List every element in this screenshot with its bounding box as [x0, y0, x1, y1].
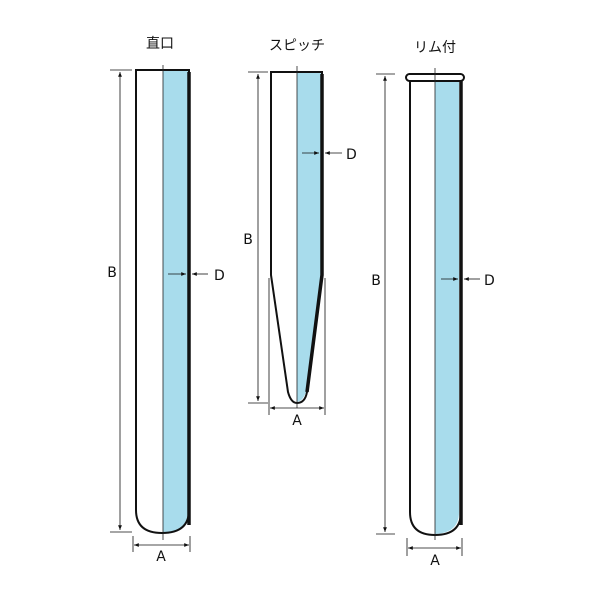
tube-tapered: スピッチ B A D	[243, 38, 357, 429]
dimension-a-label: A	[292, 413, 302, 429]
dimension-d-label: D	[214, 268, 225, 284]
liquid-half	[163, 71, 188, 533]
liquid-half	[435, 79, 459, 534]
tube-title: スピッチ	[269, 38, 325, 54]
tube-rimmed: リム付 B A D	[371, 40, 495, 569]
liquid-half	[297, 73, 321, 402]
tube-straight: 直口 B A D	[107, 35, 225, 565]
tube-title: 直口	[146, 35, 174, 52]
dimension-d-label: D	[346, 147, 357, 163]
dimension-b-label: B	[371, 273, 381, 289]
tube-title: リム付	[414, 40, 456, 56]
dimension-a-label: A	[156, 549, 166, 565]
dimension-a-label: A	[430, 553, 440, 569]
dimension-b-label: B	[243, 232, 253, 248]
dimension-d-label: D	[484, 273, 495, 289]
dimension-b-label: B	[107, 265, 117, 281]
